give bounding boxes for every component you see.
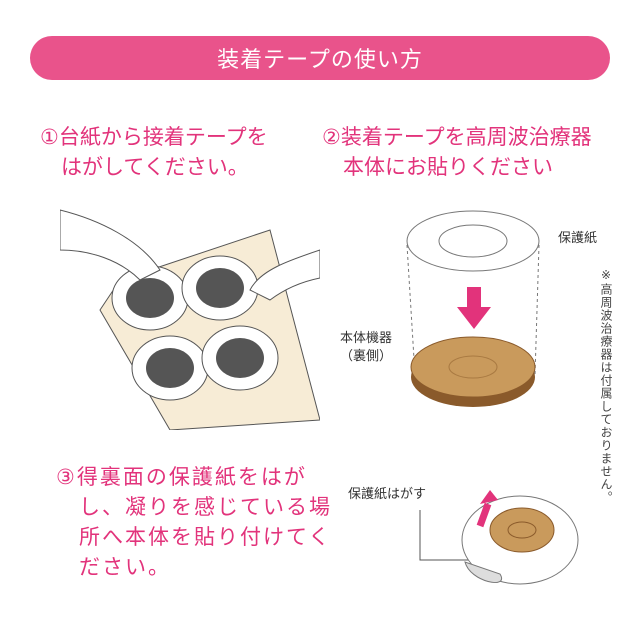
page-title: 装着テープの使い方 [217,48,423,73]
title-banner: 装着テープの使い方 [30,36,610,80]
protective-paper-label: 保護紙 [558,231,598,246]
step-2-text: ②装着テープを高周波治療器 本体にお貼りください [322,125,592,179]
peel-tape-illustration [60,209,320,430]
peel-paper-label: 保護紙はがす [348,487,427,502]
peel-backing-illustration [419,490,579,585]
step-3-text: ③得裏面の保護紙をはが し、凝りを感じている場 所へ本体を貼り付けてく ださい。 [56,465,332,579]
apply-tape-illustration [406,210,540,407]
device-back-label: 本体機器 （裏側） [340,331,393,364]
step-1-text: ①台紙から接着テープを はがしてください。 [40,125,268,179]
disclaimer-note: ※高周波治療器は付属しておりません。 [599,268,613,504]
